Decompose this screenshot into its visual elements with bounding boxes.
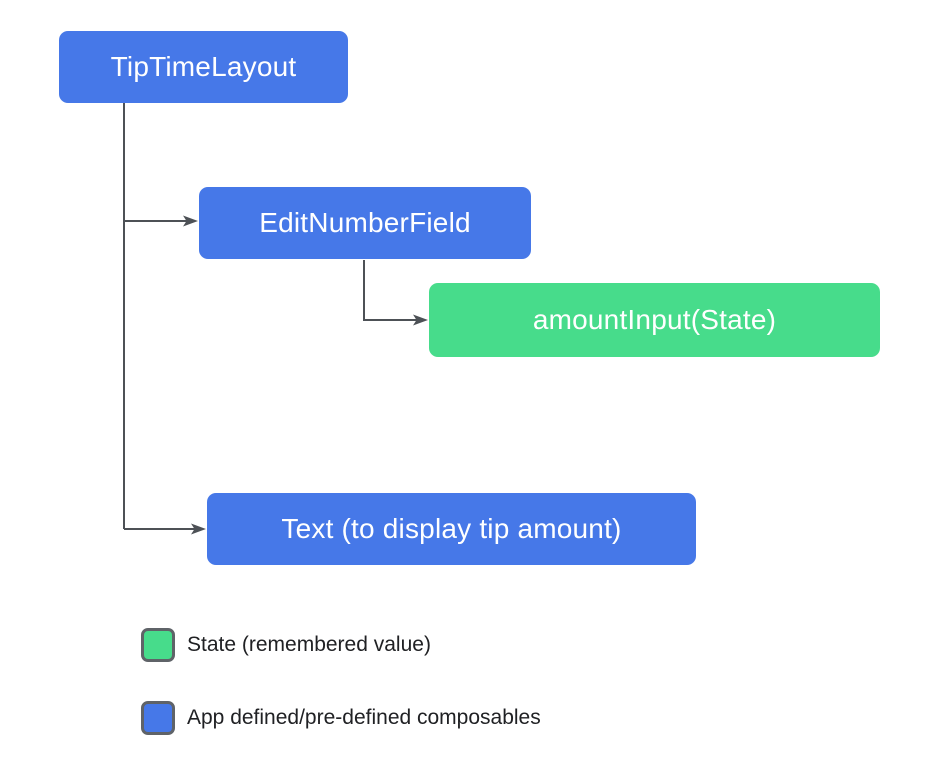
node-edit-number-field: EditNumberField [199,187,531,259]
node-tip-time-layout-label: TipTimeLayout [110,51,297,82]
node-text-display-tip: Text (to display tip amount) [207,493,696,565]
legend-item-composables: App defined/pre-defined composables [141,701,541,735]
legend-swatch-state-green [141,628,175,662]
node-edit-number-field-label: EditNumberField [259,207,471,238]
legend-label-composables: App defined/pre-defined composables [187,706,541,729]
node-tip-time-layout: TipTimeLayout [59,31,348,103]
arrowhead-text [191,523,206,535]
edge-editnumberfield-amountinput [363,260,428,326]
legend-item-state: State (remembered value) [141,628,431,662]
legend-label-state: State (remembered value) [187,633,431,656]
edge-tiptimelayout-text [124,523,206,535]
arrowhead-amountinput [413,314,428,326]
legend-swatch-composable-blue [141,701,175,735]
node-text-display-tip-label: Text (to display tip amount) [281,513,622,544]
node-amount-input-state: amountInput(State) [429,283,880,357]
arrowhead-editnumberfield [183,215,198,227]
edge-tiptimelayout-editnumberfield [124,215,198,227]
node-amount-input-state-label: amountInput(State) [532,304,777,335]
